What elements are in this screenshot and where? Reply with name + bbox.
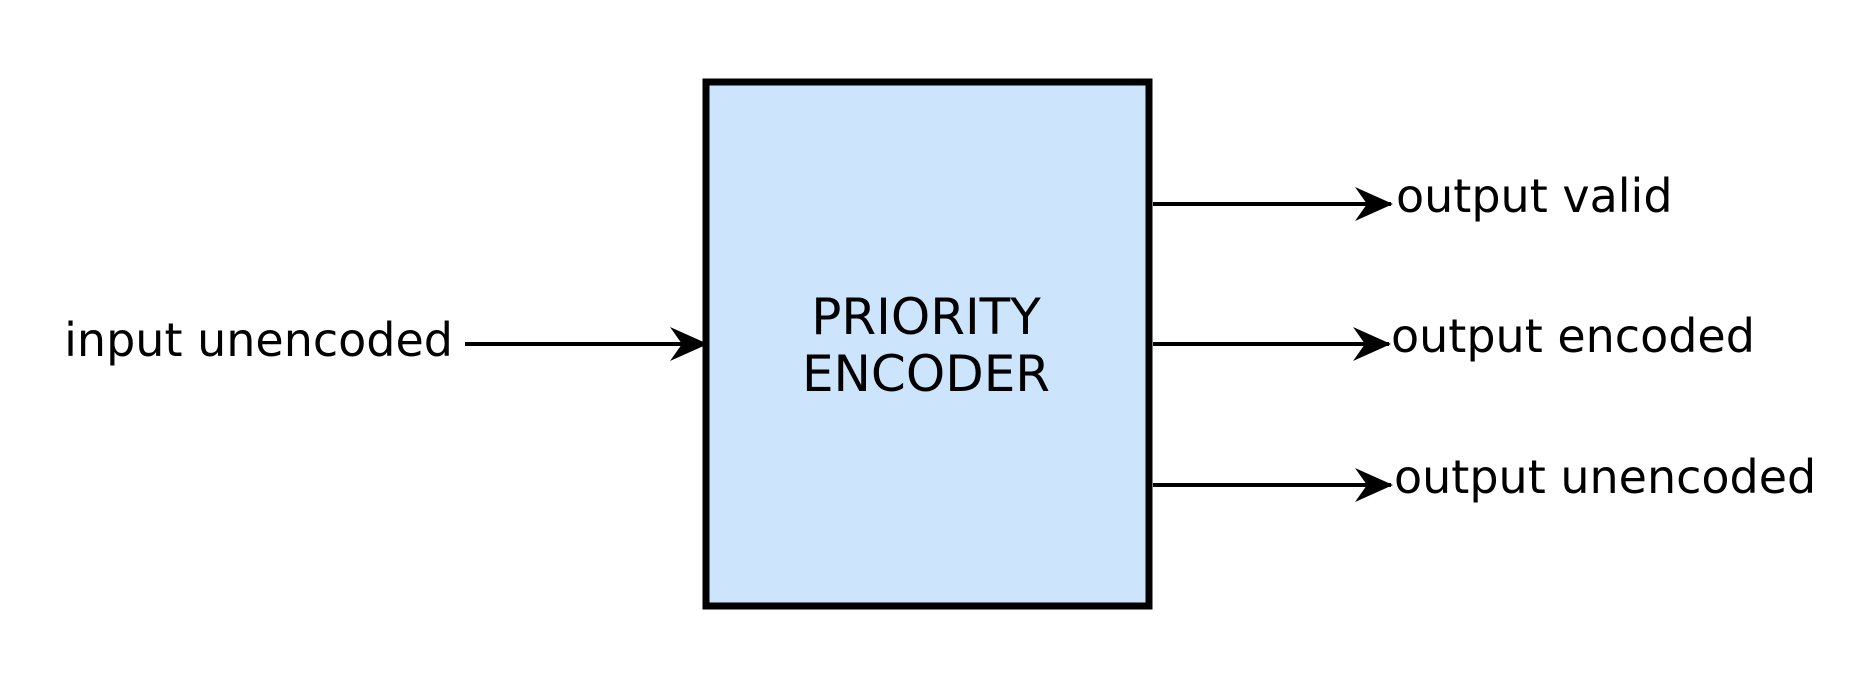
output-valid-label: output valid xyxy=(1396,169,1673,223)
block-title-line-2: ENCODER xyxy=(802,345,1050,403)
output-unencoded-label: output unencoded xyxy=(1394,450,1816,504)
input-unencoded-label: input unencoded xyxy=(64,313,453,367)
block-title-line-1: PRIORITY xyxy=(811,288,1041,346)
priority-encoder-block xyxy=(702,78,1153,610)
output-encoded-label: output encoded xyxy=(1391,309,1755,363)
